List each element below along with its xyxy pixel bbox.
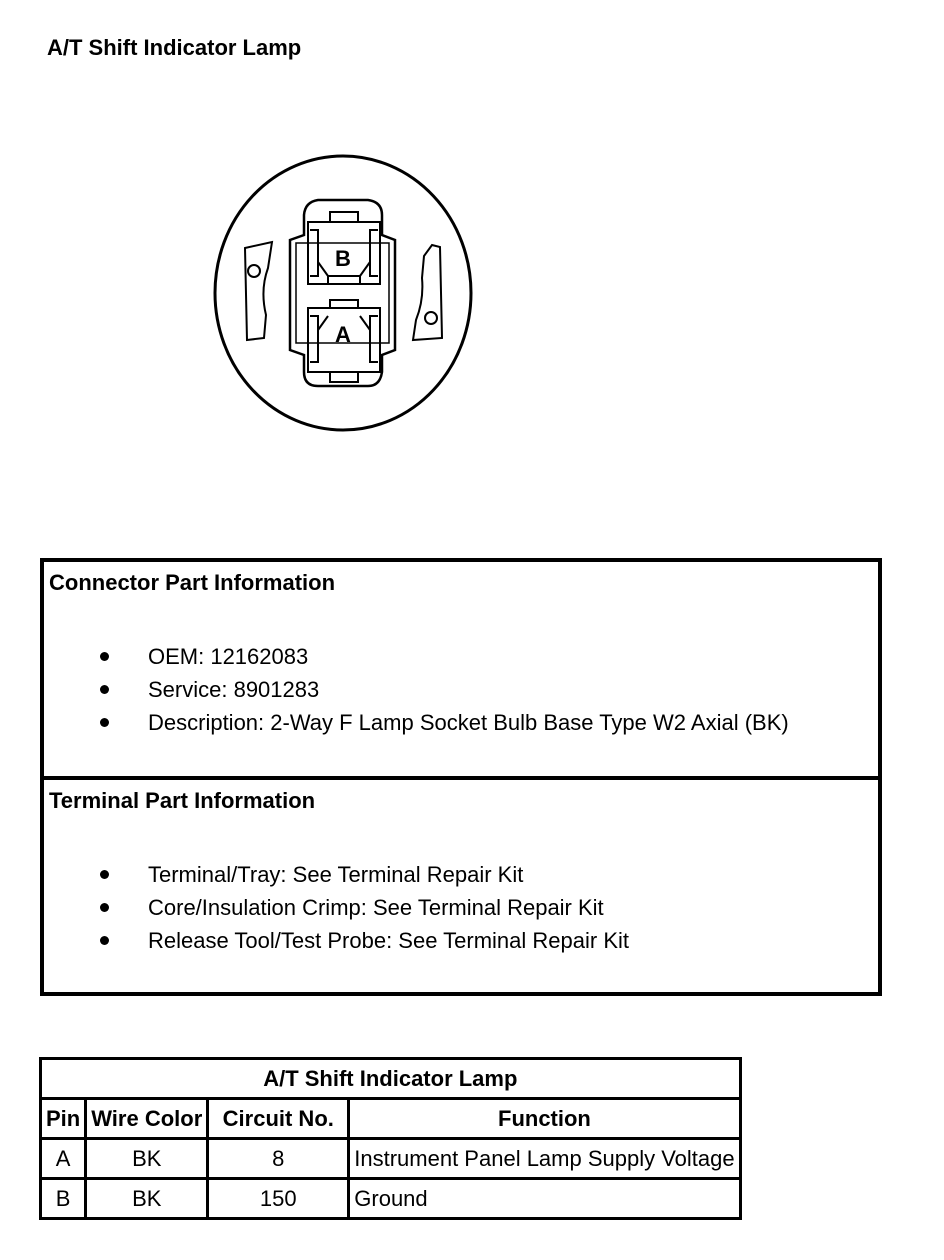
terminal-info-heading: Terminal Part Information bbox=[49, 788, 316, 813]
right-latch-hole bbox=[424, 311, 438, 325]
bullet-icon bbox=[100, 718, 109, 727]
header-function: Function bbox=[347, 1097, 742, 1140]
cell-wire-color: BK bbox=[84, 1137, 210, 1180]
left-latch bbox=[243, 240, 274, 342]
bullet-icon bbox=[100, 936, 109, 945]
header-circuit-no: Circuit No. bbox=[206, 1097, 351, 1140]
pin-assignment-table: A/T Shift Indicator Lamp Pin Wire Color … bbox=[38, 1057, 742, 1220]
connector-face-diagram: B A bbox=[213, 154, 473, 432]
cell-pin: A bbox=[38, 1137, 88, 1180]
cell-circuit-no: 150 bbox=[206, 1177, 351, 1220]
list-item: Description: 2-Way F Lamp Socket Bulb Ba… bbox=[44, 706, 789, 739]
table-row: A BK 8 Instrument Panel Lamp Supply Volt… bbox=[38, 1137, 742, 1180]
list-item: Terminal/Tray: See Terminal Repair Kit bbox=[44, 858, 629, 891]
bullet-icon bbox=[100, 652, 109, 661]
list-item: Core/Insulation Crimp: See Terminal Repa… bbox=[44, 891, 629, 924]
header-pin: Pin bbox=[38, 1097, 88, 1140]
right-latch bbox=[411, 243, 444, 342]
terminal-info-list: Terminal/Tray: See Terminal Repair Kit C… bbox=[44, 858, 629, 957]
part-information-box: Connector Part Information OEM: 12162083… bbox=[40, 558, 882, 996]
cell-function: Ground bbox=[347, 1177, 742, 1220]
connector-info-heading: Connector Part Information bbox=[49, 570, 336, 595]
cell-pin: B bbox=[38, 1177, 88, 1220]
connector-info-list: OEM: 12162083 Service: 8901283 Descripti… bbox=[44, 640, 789, 739]
table-header-row: Pin Wire Color Circuit No. Function bbox=[38, 1097, 742, 1140]
cavity-label-b: B bbox=[335, 246, 351, 271]
connector-part-info-section: Connector Part Information OEM: 12162083… bbox=[44, 562, 878, 780]
page-title: A/T Shift Indicator Lamp bbox=[47, 35, 302, 60]
bullet-icon bbox=[100, 903, 109, 912]
cell-wire-color: BK bbox=[84, 1177, 210, 1220]
table-caption: A/T Shift Indicator Lamp bbox=[39, 1057, 742, 1100]
terminal-insert-outline bbox=[288, 198, 397, 388]
list-item: Service: 8901283 bbox=[44, 673, 789, 706]
cell-circuit-no: 8 bbox=[206, 1137, 351, 1180]
list-item: OEM: 12162083 bbox=[44, 640, 789, 673]
table-row: B BK 150 Ground bbox=[38, 1177, 742, 1220]
terminal-part-info-section: Terminal Part Information Terminal/Tray:… bbox=[44, 780, 878, 996]
bullet-icon bbox=[100, 870, 109, 879]
bullet-icon bbox=[100, 685, 109, 694]
cell-function: Instrument Panel Lamp Supply Voltage bbox=[347, 1137, 742, 1180]
header-wire-color: Wire Color bbox=[84, 1097, 210, 1140]
cavity-label-a: A bbox=[335, 322, 351, 347]
connector-housing-outline bbox=[213, 154, 473, 432]
left-latch-hole bbox=[247, 264, 261, 278]
list-item: Release Tool/Test Probe: See Terminal Re… bbox=[44, 924, 629, 957]
